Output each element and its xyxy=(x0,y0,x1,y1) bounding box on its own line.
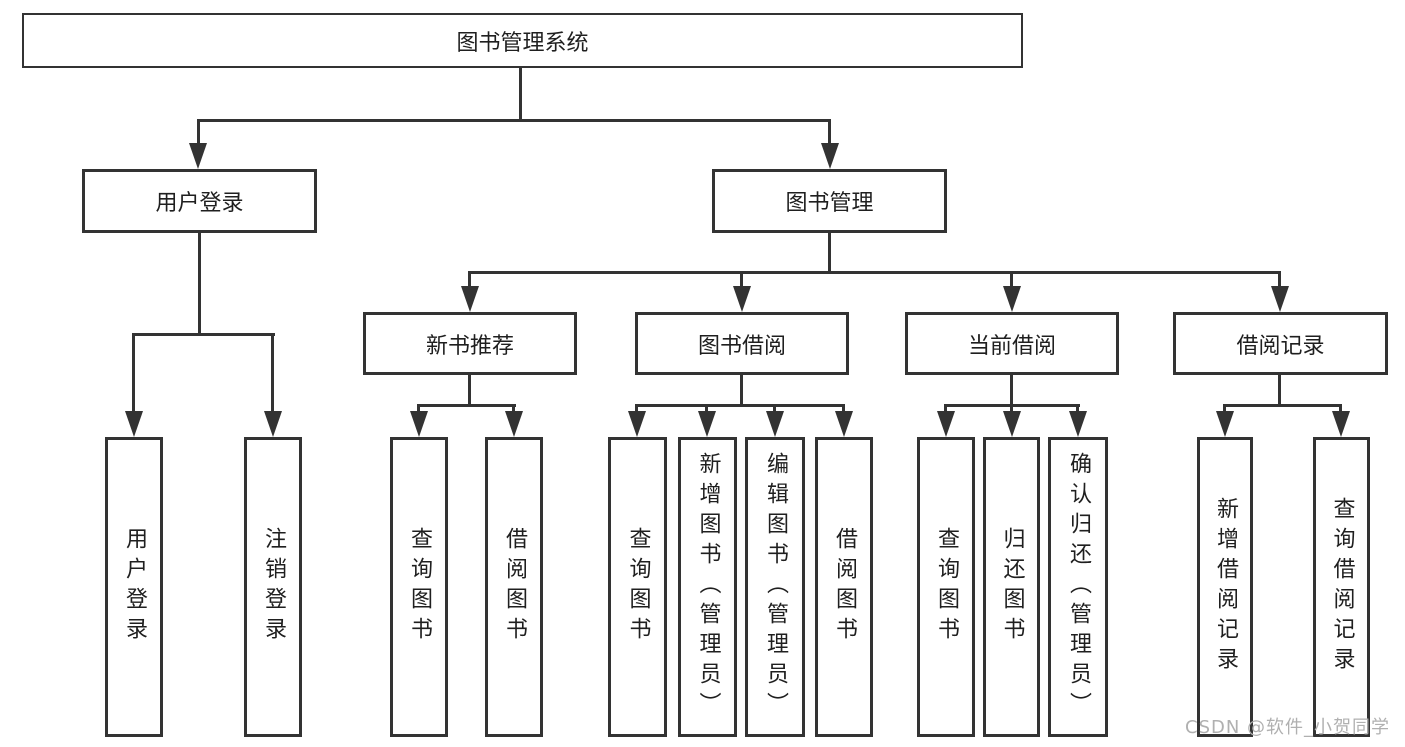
csdn-watermark: CSDN @软件_小贺同学 xyxy=(1185,717,1391,738)
line xyxy=(271,333,274,413)
arrow-down-icon xyxy=(264,411,282,437)
arrow-down-icon xyxy=(937,411,955,437)
line xyxy=(198,233,201,336)
line xyxy=(512,404,515,413)
arrow-down-icon xyxy=(189,143,207,169)
leaf-label: 新增借阅记录 xyxy=(1213,497,1238,677)
line xyxy=(1076,404,1079,413)
line xyxy=(418,404,516,407)
line xyxy=(635,404,845,407)
arrow-down-icon xyxy=(698,411,716,437)
leaf-borrow-books-recommend: 借阅图书 xyxy=(485,437,543,737)
leaf-query-books-recommend: 查询图书 xyxy=(390,437,448,737)
leaf-logout: 注销登录 xyxy=(244,437,302,737)
line xyxy=(1223,404,1342,407)
arrow-down-icon xyxy=(766,411,784,437)
line xyxy=(1278,271,1281,289)
leaf-label: 新增图书（管理员） xyxy=(695,452,721,722)
node-label: 新书推荐 xyxy=(425,333,514,359)
line xyxy=(468,375,471,406)
node-label: 用户登录 xyxy=(155,191,244,216)
leaf-borrow-books-borrowing: 借阅图书 xyxy=(815,437,873,737)
line xyxy=(1010,375,1013,406)
leaf-query-books-current: 查询图书 xyxy=(917,437,975,737)
node-label: 图书管理 xyxy=(785,191,874,216)
leaf-query-borrow-record: 查询借阅记录 xyxy=(1313,437,1370,737)
leaf-edit-book-admin: 编辑图书（管理员） xyxy=(745,437,805,737)
line xyxy=(197,119,831,122)
line xyxy=(1339,404,1342,413)
arrow-down-icon xyxy=(1003,411,1021,437)
line xyxy=(635,404,638,413)
leaf-label: 用户登录 xyxy=(122,527,147,647)
leaf-label: 查询借阅记录 xyxy=(1329,497,1355,677)
line xyxy=(705,404,708,413)
arrow-down-icon xyxy=(1332,411,1350,437)
node-current-borrowing: 当前借阅 xyxy=(905,312,1119,375)
leaf-query-books-borrowing: 查询图书 xyxy=(608,437,667,737)
line xyxy=(132,333,135,413)
node-new-book-recommendation: 新书推荐 xyxy=(363,312,577,375)
arrow-down-icon xyxy=(1216,411,1234,437)
line xyxy=(842,404,845,413)
node-book-management: 图书管理 xyxy=(712,169,947,233)
leaf-add-borrow-record: 新增借阅记录 xyxy=(1197,437,1253,737)
line xyxy=(828,119,831,145)
leaf-label: 确认归还（管理员） xyxy=(1066,452,1091,722)
node-label: 当前借阅 xyxy=(967,333,1056,359)
arrow-down-icon xyxy=(1271,286,1289,312)
line xyxy=(519,68,522,120)
node-user-login: 用户登录 xyxy=(82,169,317,233)
leaf-confirm-return-admin: 确认归还（管理员） xyxy=(1048,437,1108,737)
leaf-label: 归还图书 xyxy=(999,527,1025,647)
leaf-label: 查询图书 xyxy=(407,527,432,647)
line xyxy=(944,404,947,413)
arrow-down-icon xyxy=(1069,411,1087,437)
leaf-label: 查询图书 xyxy=(934,527,959,647)
leaf-return-books: 归还图书 xyxy=(983,437,1040,737)
node-label: 图书管理系统 xyxy=(456,30,589,56)
line xyxy=(1010,271,1013,289)
node-label: 图书借阅 xyxy=(697,333,786,359)
arrow-down-icon xyxy=(1003,286,1021,312)
arrow-down-icon xyxy=(125,411,143,437)
line xyxy=(740,375,743,406)
line xyxy=(132,333,275,336)
arrow-down-icon xyxy=(461,286,479,312)
line xyxy=(1278,375,1281,406)
node-borrowing-records: 借阅记录 xyxy=(1173,312,1388,375)
leaf-add-book-admin: 新增图书（管理员） xyxy=(678,437,737,737)
arrow-down-icon xyxy=(628,411,646,437)
arrow-down-icon xyxy=(821,143,839,169)
line xyxy=(1010,404,1013,413)
leaf-label: 查询图书 xyxy=(625,527,651,647)
line xyxy=(773,404,776,413)
line xyxy=(468,271,471,289)
arrow-down-icon xyxy=(505,411,523,437)
arrow-down-icon xyxy=(410,411,428,437)
line xyxy=(197,119,200,145)
leaf-label: 借阅图书 xyxy=(832,527,857,647)
line xyxy=(468,271,1280,274)
arrow-down-icon xyxy=(733,286,751,312)
node-book-management-system: 图书管理系统 xyxy=(22,13,1023,68)
arrow-down-icon xyxy=(835,411,853,437)
line xyxy=(1223,404,1226,413)
leaf-label: 编辑图书（管理员） xyxy=(763,452,788,722)
leaf-user-login: 用户登录 xyxy=(105,437,163,737)
line xyxy=(828,233,831,274)
line xyxy=(740,271,743,289)
node-book-borrowing: 图书借阅 xyxy=(635,312,849,375)
line xyxy=(417,404,420,413)
leaf-label: 借阅图书 xyxy=(502,527,527,647)
leaf-label: 注销登录 xyxy=(261,527,286,647)
node-label: 借阅记录 xyxy=(1236,333,1325,359)
